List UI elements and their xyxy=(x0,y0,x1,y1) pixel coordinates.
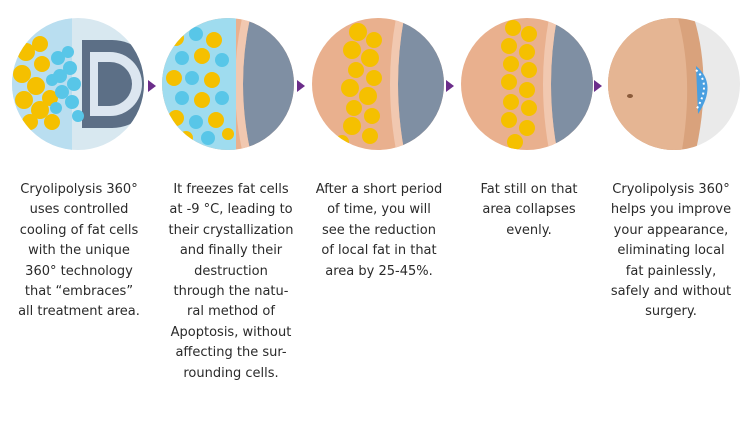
fat-cells-yellow xyxy=(13,36,60,130)
collapsed-fat-cells xyxy=(501,20,537,150)
arrow-right-icon xyxy=(148,80,156,92)
arrow-right-icon xyxy=(594,80,602,92)
step-1-illustration xyxy=(12,18,144,150)
step-5-illustration xyxy=(608,18,740,150)
arrow-right-icon xyxy=(446,80,454,92)
step-2-caption: It freezes fat cells at -9 °C, leading t… xyxy=(168,182,294,381)
step-3-illustration xyxy=(312,18,444,150)
fat-collapse-graphic xyxy=(461,18,593,150)
step-4-caption: Fat still on that area collapses evenly. xyxy=(480,182,578,238)
step-1-caption: Cryolipolysis 360° uses controlled cooli… xyxy=(18,182,140,320)
step-3-caption: After a short period of time, you will s… xyxy=(315,182,443,279)
arrow-right-icon xyxy=(297,80,305,92)
fat-reduction-graphic xyxy=(312,18,444,150)
fat-cells-cooled-blue xyxy=(46,46,84,122)
reduced-fat-cells xyxy=(335,23,382,149)
step-4-illustration xyxy=(461,18,593,150)
step-2-illustration xyxy=(162,18,294,150)
step-5-caption: Cryolipolysis 360° helps you improve you… xyxy=(610,182,732,320)
fat-freezing-graphic xyxy=(162,18,294,150)
body-after-treatment-graphic xyxy=(608,18,740,150)
navel xyxy=(627,94,633,98)
cooling-applicator-edge xyxy=(696,66,708,114)
applicator-cooling-graphic xyxy=(12,18,144,150)
frozen-fat-cells xyxy=(166,27,234,145)
